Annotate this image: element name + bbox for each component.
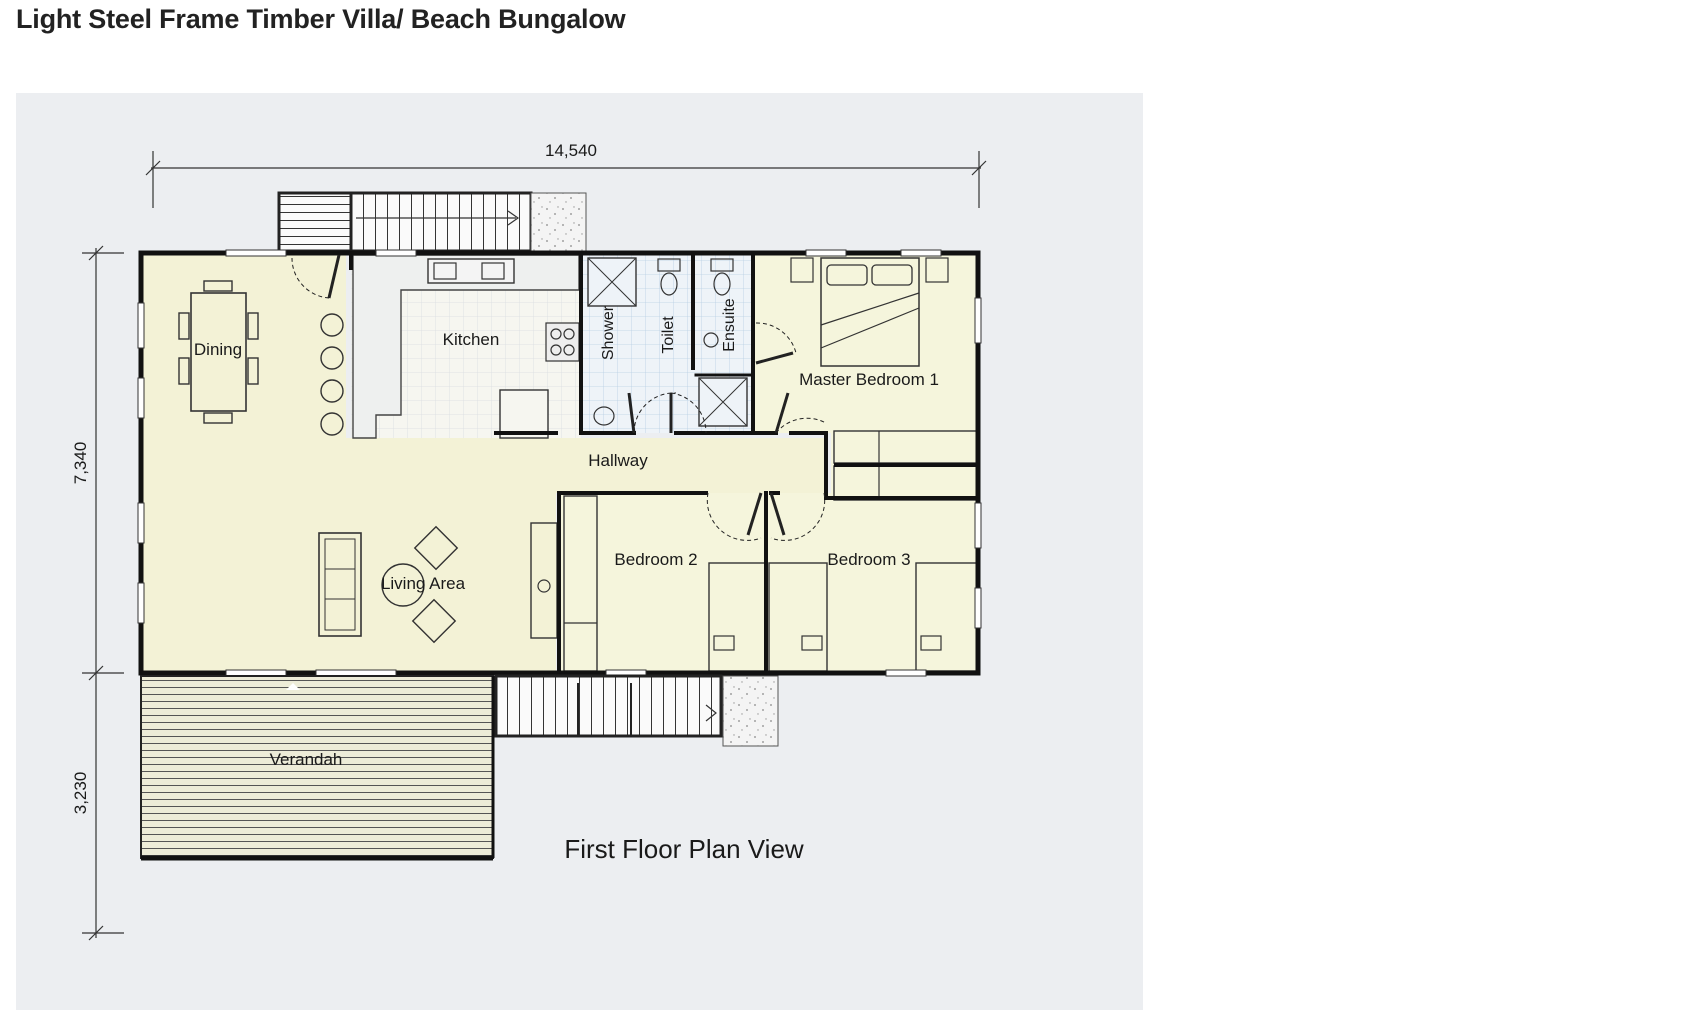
room-label-master-bedroom: Master Bedroom 1 [799,370,939,389]
single-beds [708,562,979,672]
front-stairs [494,674,779,747]
bathroom-fixtures [587,257,748,427]
verandah [140,675,495,861]
room-label-bedroom-3: Bedroom 3 [827,550,910,569]
master-bed [790,257,949,367]
doors [291,254,827,541]
room-label-dining: Dining [194,340,242,359]
dimension-width-label: 14,540 [545,141,597,160]
dining-table [178,280,259,424]
plan-caption: First Floor Plan View [564,834,804,864]
room-label-ensuite: Ensuite [721,298,738,351]
room-label-hallway: Hallway [588,451,648,470]
living-furniture [318,522,558,644]
rear-stairs [277,191,587,253]
page-title: Light Steel Frame Timber Villa/ Beach Bu… [16,4,626,34]
room-label-living-area: Living Area [381,574,466,593]
room-label-shower: Shower [600,305,617,360]
room-labels: Dining Kitchen Shower Toilet Ensuite Mas… [194,298,939,769]
room-label-kitchen: Kitchen [443,330,500,349]
dimension-top: 14,540 [145,141,987,208]
room-label-bedroom-2: Bedroom 2 [614,550,697,569]
dimension-depth-label: 7,340 [71,442,90,485]
floor-plan-panel: 14,540 7,340 3,230 [16,93,1143,1010]
kitchen-joinery [320,254,580,439]
floor-plan-drawing: 14,540 7,340 3,230 [71,141,987,941]
room-label-toilet: Toilet [660,316,677,354]
windows [137,249,982,677]
dimension-left: 7,340 3,230 [71,245,124,941]
room-label-verandah: Verandah [270,750,343,769]
dimension-verandah-depth-label: 3,230 [71,772,90,815]
